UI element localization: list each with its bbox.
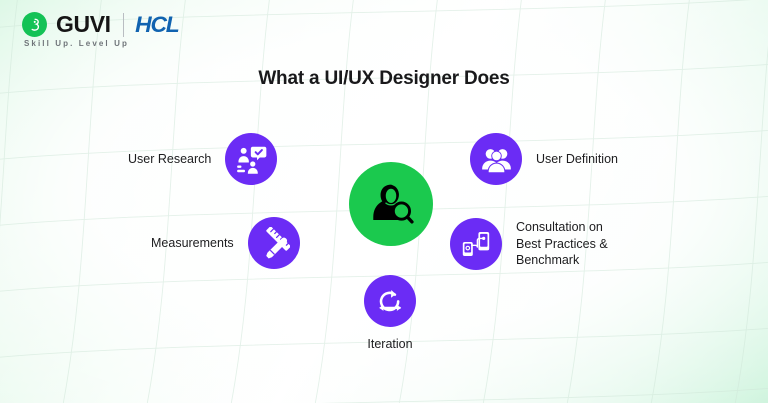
ruler-pencil-icon bbox=[247, 217, 300, 269]
node-measurements[interactable]: Measurements bbox=[151, 217, 300, 269]
brand-tagline: Skill Up. Level Up bbox=[24, 39, 129, 48]
node-user-research-label: User Research bbox=[128, 151, 212, 166]
center-node bbox=[349, 162, 433, 246]
node-iteration[interactable]: Iteration bbox=[364, 275, 416, 353]
node-user-definition-label: User Definition bbox=[536, 151, 618, 166]
guvi-g-mark-icon bbox=[22, 12, 47, 37]
brand-divider bbox=[122, 12, 124, 37]
node-consultation[interactable]: Consultation on Best Practices & Benchma… bbox=[450, 218, 608, 270]
node-measurements-label: Measurements bbox=[151, 235, 234, 250]
hcl-wordmark: HCL bbox=[134, 11, 180, 37]
brand-row: GUVI HCL bbox=[22, 11, 180, 37]
node-user-research[interactable]: User Research bbox=[128, 133, 278, 185]
user-research-magnifier-icon bbox=[349, 162, 433, 246]
guvi-wordmark: GUVI bbox=[56, 11, 111, 37]
page-title: What a UI/UX Designer Does bbox=[258, 68, 510, 89]
iteration-loop-icon bbox=[364, 275, 416, 327]
person-speech-bubble-check-icon bbox=[225, 133, 278, 185]
node-iteration-label: Iteration bbox=[367, 337, 413, 351]
device-flow-icon bbox=[450, 218, 502, 270]
user-group-icon bbox=[470, 133, 522, 185]
brand-lockup: GUVI HCL Skill Up. Level Up bbox=[22, 11, 180, 48]
node-consultation-label: Consultation on Best Practices & Benchma… bbox=[516, 220, 608, 268]
node-user-definition[interactable]: User Definition bbox=[470, 133, 618, 185]
